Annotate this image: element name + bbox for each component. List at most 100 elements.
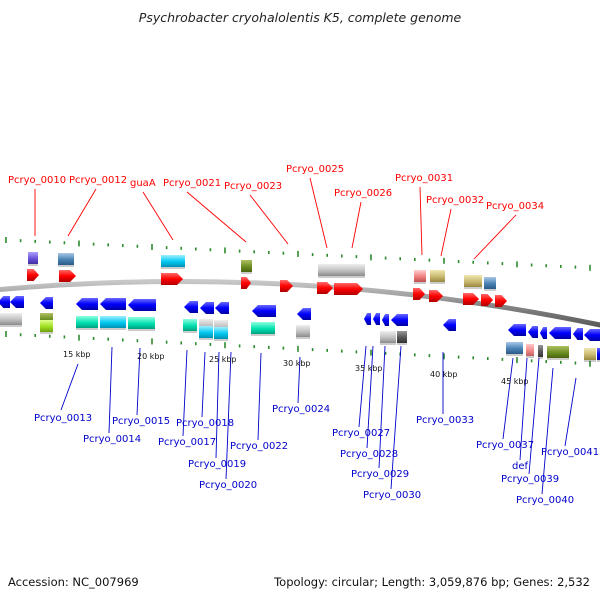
gene-block bbox=[28, 252, 38, 266]
label-leader bbox=[528, 357, 540, 475]
gene-label-bottom[interactable]: Pcryo_0030 bbox=[363, 490, 421, 501]
gene-label-bottom[interactable]: Pcryo_0037 bbox=[476, 440, 534, 451]
gene-shadow bbox=[397, 343, 407, 345]
gene-block bbox=[538, 345, 543, 359]
gene-body bbox=[397, 331, 407, 343]
gene-shadow bbox=[28, 264, 38, 266]
gene-label-top[interactable]: Pcryo_0032 bbox=[426, 195, 484, 206]
gene-label-bottom[interactable]: def bbox=[512, 461, 529, 472]
scale-label: 35 kbp bbox=[355, 364, 383, 373]
gene-label-bottom[interactable]: Pcryo_0019 bbox=[188, 459, 246, 470]
gene-label-bottom[interactable]: Pcryo_0017 bbox=[158, 437, 216, 448]
gene-arrow-forward bbox=[334, 283, 363, 295]
label-leader bbox=[502, 357, 514, 440]
gene-label-top[interactable]: Pcryo_0025 bbox=[286, 164, 344, 175]
map-title: Psychrobacter cryohalolentis K5, complet… bbox=[138, 10, 462, 25]
gene-label-bottom[interactable]: Pcryo_0022 bbox=[230, 441, 288, 452]
label-leader bbox=[378, 345, 386, 469]
gene-arrow-forward bbox=[429, 290, 443, 302]
gene-arrow-forward bbox=[495, 295, 507, 307]
gene-arrow-reverse bbox=[0, 296, 10, 308]
gene-label-top[interactable]: Pcryo_0031 bbox=[395, 173, 453, 184]
gene-body bbox=[214, 327, 228, 339]
gene-arrow-reverse bbox=[200, 302, 214, 314]
gene-arrow-forward bbox=[413, 288, 425, 300]
gene-body bbox=[58, 253, 74, 265]
scale-label: 30 kbp bbox=[283, 359, 311, 368]
gene-label-bottom[interactable]: Pcryo_0013 bbox=[34, 413, 92, 424]
label-leader bbox=[182, 349, 188, 437]
gene-label-bottom[interactable]: Pcryo_0024 bbox=[272, 404, 330, 415]
gene-body bbox=[484, 277, 496, 289]
gene-block bbox=[430, 270, 445, 284]
scale-label: 45 kbp bbox=[501, 377, 529, 386]
gene-arrow-forward bbox=[317, 282, 333, 294]
gene-shadow bbox=[40, 332, 53, 334]
gene-arrow-reverse bbox=[76, 298, 98, 310]
gene-label-top[interactable]: Pcryo_0023 bbox=[224, 181, 282, 192]
gene-label-top[interactable]: Pcryo_0010 bbox=[8, 175, 66, 186]
gene-arrow-reverse bbox=[528, 326, 538, 338]
gene-body bbox=[584, 348, 596, 360]
gene-shadow bbox=[199, 338, 213, 340]
label-leaders bbox=[34, 177, 577, 495]
gene-body bbox=[100, 316, 126, 328]
gene-label-bottom[interactable]: Pcryo_0039 bbox=[501, 474, 559, 485]
gene-label-bottom[interactable]: Pcryo_0033 bbox=[416, 415, 474, 426]
gene-arrow-reverse bbox=[100, 298, 126, 310]
gene-label-bottom[interactable]: Pcryo_0040 bbox=[516, 495, 574, 506]
gene-block bbox=[584, 348, 596, 362]
gene-body bbox=[76, 316, 98, 328]
gene-label-bottom[interactable]: Pcryo_0015 bbox=[112, 416, 170, 427]
gene-body bbox=[0, 313, 22, 325]
gene-label-bottom[interactable]: Pcryo_0014 bbox=[83, 434, 141, 445]
topology-text: Topology: circular; Length: 3,059,876 bp… bbox=[274, 575, 590, 589]
gene-body bbox=[296, 325, 310, 337]
gene-block bbox=[414, 270, 426, 284]
accession-text: Accession: NC_007969 bbox=[8, 575, 139, 589]
gene-body bbox=[506, 342, 523, 354]
label-leader bbox=[419, 186, 423, 256]
label-leader bbox=[215, 351, 220, 459]
gene-label-bottom[interactable]: Pcryo_0018 bbox=[176, 418, 234, 429]
label-leader bbox=[297, 356, 301, 404]
gene-body bbox=[464, 275, 482, 287]
gene-body bbox=[318, 264, 365, 276]
gene-arrow-reverse bbox=[508, 324, 526, 336]
gene-arrow-reverse bbox=[540, 327, 547, 339]
gene-body bbox=[547, 346, 569, 358]
gene-block bbox=[199, 326, 213, 340]
gene-arrow-reverse bbox=[373, 313, 380, 325]
gene-block bbox=[597, 348, 600, 362]
label-leader bbox=[351, 201, 362, 249]
label-leader bbox=[390, 345, 402, 490]
gene-arrow-reverse bbox=[443, 319, 456, 331]
gene-arrow-forward bbox=[59, 270, 76, 282]
gene-shadow bbox=[584, 360, 596, 362]
gene-label-bottom[interactable]: Pcryo_0027 bbox=[332, 428, 390, 439]
gene-label-bottom[interactable]: Pcryo_0028 bbox=[340, 449, 398, 460]
gene-block bbox=[161, 255, 185, 269]
gene-block bbox=[296, 325, 310, 339]
gene-label-top[interactable]: guaA bbox=[130, 178, 156, 189]
gene-label-bottom[interactable]: Pcryo_0020 bbox=[199, 480, 257, 491]
gene-label-bottom[interactable]: Pcryo_0029 bbox=[351, 469, 409, 480]
genome-backbone bbox=[0, 279, 600, 328]
gene-label-top[interactable]: Pcryo_0012 bbox=[69, 175, 127, 186]
gene-label-top[interactable]: Pcryo_0026 bbox=[334, 188, 392, 199]
gene-body bbox=[28, 252, 38, 264]
gene-arrow-reverse bbox=[184, 301, 198, 313]
gene-arrow-reverse bbox=[10, 296, 24, 308]
gene-shadow bbox=[128, 329, 155, 331]
gene-label-top[interactable]: Pcryo_0021 bbox=[163, 178, 221, 189]
gene-label-top[interactable]: Pcryo_0034 bbox=[486, 201, 544, 212]
gene-arrow-forward bbox=[481, 294, 493, 306]
gene-shadow bbox=[430, 282, 445, 284]
gene-shadow bbox=[183, 331, 197, 333]
scale-label: 25 kbp bbox=[209, 355, 237, 364]
scale-label: 20 kbp bbox=[137, 352, 165, 361]
gene-block bbox=[547, 346, 569, 360]
gene-label-bottom[interactable]: Pcryo_0041 bbox=[541, 447, 599, 458]
gene-shadow bbox=[414, 282, 426, 284]
